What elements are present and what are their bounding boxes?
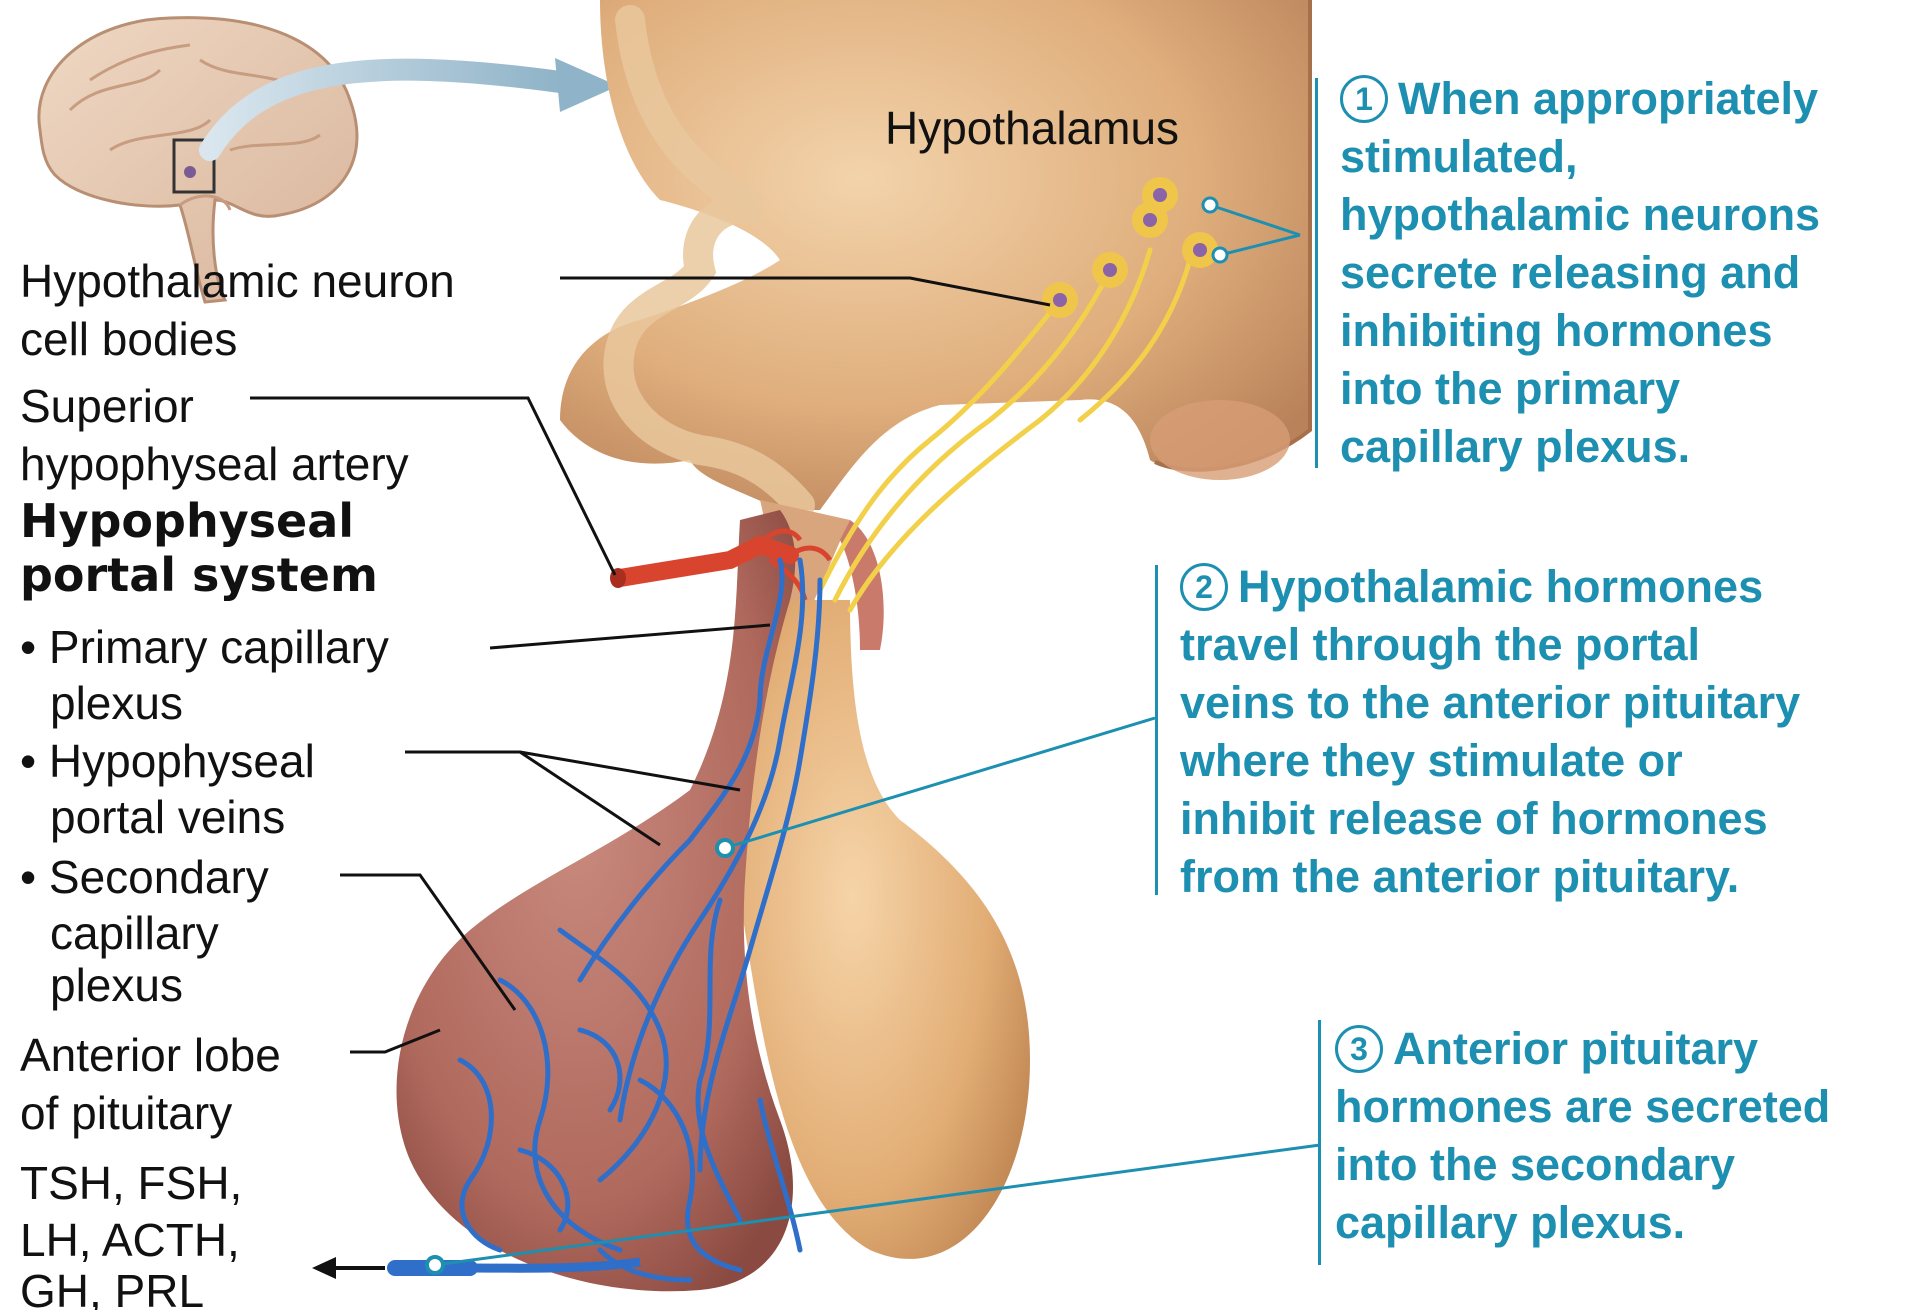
label-secondary-plexus-line3: plexus: [50, 962, 183, 1008]
step2-bar: [1155, 565, 1158, 895]
label-hypothalamus: Hypothalamus: [885, 105, 1179, 151]
step2-line: inhibit release of hormones: [1180, 790, 1800, 848]
label-neuron-line1: Hypothalamic neuron: [20, 258, 455, 304]
label-portal-veins-line2: portal veins: [50, 794, 285, 840]
step1-line: stimulated,: [1340, 128, 1820, 186]
step3-line: hormones are secreted: [1335, 1078, 1830, 1136]
label-artery-line2: hypophyseal artery: [20, 441, 409, 487]
step2-number-icon: 2: [1180, 563, 1228, 611]
label-portal-system-line2: portal system: [20, 552, 378, 598]
label-anterior-lobe-line2: of pituitary: [20, 1090, 232, 1136]
step1-line: capillary plexus.: [1340, 418, 1820, 476]
step2-line: Hypothalamic hormones: [1238, 561, 1763, 612]
label-portal-system-line1: Hypophyseal: [20, 498, 354, 544]
step3-number-icon: 3: [1335, 1025, 1383, 1073]
label-portal-veins-line1: • Hypophyseal: [20, 738, 315, 784]
step1-line: secrete releasing and: [1340, 244, 1820, 302]
step1-bar: [1315, 78, 1318, 468]
step1-line: When appropriately: [1398, 73, 1818, 124]
step3-line: into the secondary: [1335, 1136, 1830, 1194]
label-hormones-line1: TSH, FSH,: [20, 1160, 242, 1206]
step1-line: into the primary: [1340, 360, 1820, 418]
step2-line: where they stimulate or: [1180, 732, 1800, 790]
step3-line: capillary plexus.: [1335, 1194, 1830, 1252]
label-primary-plexus-line2: plexus: [50, 680, 183, 726]
step3-bar: [1318, 1020, 1321, 1265]
label-hormones-line3: GH, PRL: [20, 1268, 204, 1310]
label-primary-plexus-line1: • Primary capillary: [20, 624, 389, 670]
step1-line: inhibiting hormones: [1340, 302, 1820, 360]
label-anterior-lobe-line1: Anterior lobe: [20, 1032, 281, 1078]
step2-line: travel through the portal: [1180, 616, 1800, 674]
step1-line: hypothalamic neurons: [1340, 186, 1820, 244]
step2-line: veins to the anterior pituitary: [1180, 674, 1800, 732]
label-hormones-line2: LH, ACTH,: [20, 1217, 240, 1263]
step2-line: from the anterior pituitary.: [1180, 848, 1800, 906]
label-secondary-plexus-line1: • Secondary: [20, 854, 269, 900]
label-neuron-line2: cell bodies: [20, 316, 237, 362]
label-secondary-plexus-line2: capillary: [50, 910, 219, 956]
leader-primary-plexus: [490, 625, 770, 648]
step1-number-icon: 1: [1340, 75, 1388, 123]
step3-line: Anterior pituitary: [1393, 1023, 1758, 1074]
leader-portal-veins-a: [405, 752, 660, 845]
label-artery-line1: Superior: [20, 383, 194, 429]
